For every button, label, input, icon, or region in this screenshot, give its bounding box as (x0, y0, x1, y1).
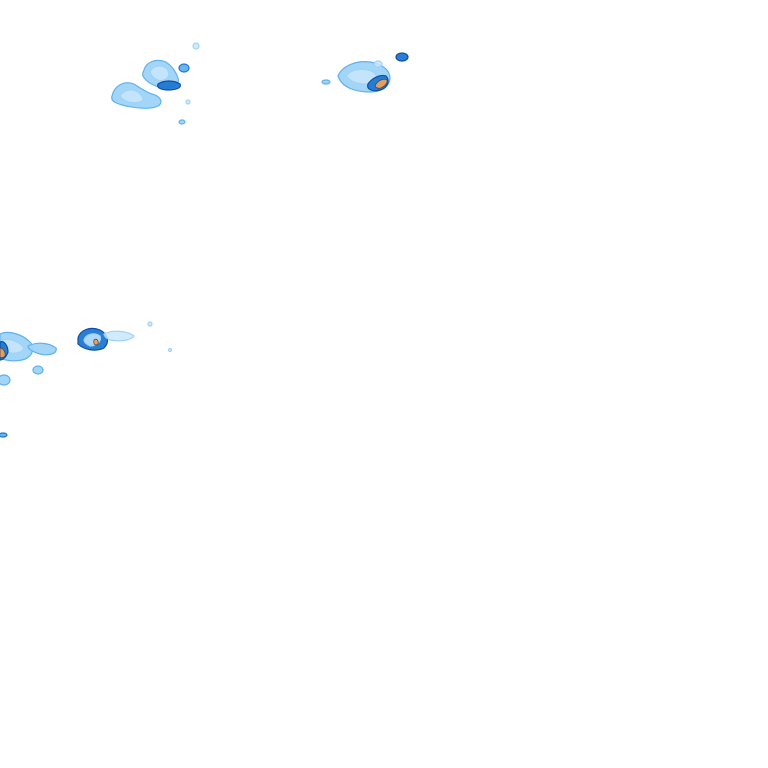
echo-speck (321, 79, 331, 85)
echo-speck (0, 432, 8, 438)
echo-speck (167, 347, 173, 353)
echo-cluster-west (0, 331, 57, 438)
echo-cell-core (157, 80, 181, 91)
echo-speck (178, 119, 186, 125)
echo-cell-inner (119, 89, 144, 104)
echo-speck (32, 365, 44, 375)
echo-cell-trail (103, 330, 135, 342)
echo-cell-heavy (93, 338, 99, 346)
echo-cluster-north-central (321, 52, 409, 93)
echo-cluster-west-small (77, 321, 173, 353)
echo-cluster-northwest (111, 42, 200, 125)
echo-cell-trail (27, 342, 57, 356)
echo-cell-inner (149, 65, 170, 82)
echo-speck (147, 321, 153, 327)
echo-speck (185, 99, 191, 105)
echo-cell-heavy (374, 78, 388, 89)
echo-speck (0, 374, 11, 386)
echo-cell-small (395, 52, 409, 62)
echo-cell-heavy (0, 347, 6, 359)
echo-cell-inner (345, 68, 378, 85)
echo-speck (192, 42, 200, 50)
echo-speck (373, 60, 383, 68)
echo-cell-small (178, 63, 190, 73)
